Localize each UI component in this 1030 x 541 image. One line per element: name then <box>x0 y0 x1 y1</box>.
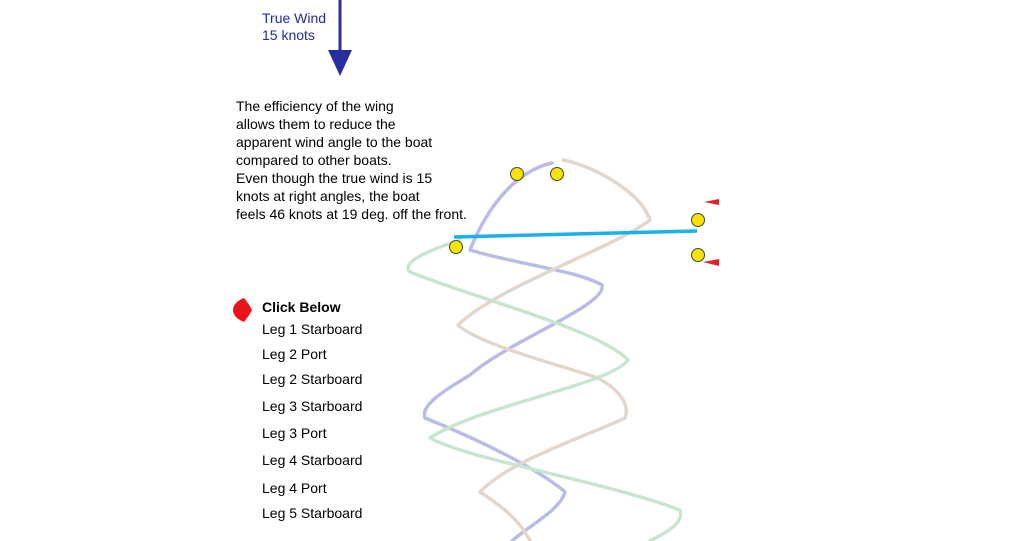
leg-1-starboard-link[interactable]: Leg 1 Starboard <box>262 321 363 337</box>
buoy <box>510 167 524 181</box>
explanation-line: The efficiency of the wing <box>236 98 394 114</box>
true-wind-speed: 15 knots <box>262 27 315 43</box>
explanation-text: The efficiency of the wing allows them t… <box>236 97 526 223</box>
true-wind-label: True Wind 15 knots <box>262 10 326 44</box>
leg-4-port-link[interactable]: Leg 4 Port <box>262 480 327 496</box>
explanation-line: Even though the true wind is 15 <box>236 170 433 186</box>
true-wind-title: True Wind <box>262 10 327 26</box>
buoy <box>449 240 463 254</box>
explanation-line: apparent wind angle to the boat <box>236 134 433 150</box>
course-line <box>453 229 698 239</box>
leg-4-starboard-link[interactable]: Leg 4 Starboard <box>262 452 363 468</box>
buoy <box>691 213 705 227</box>
leg-2-port-link[interactable]: Leg 2 Port <box>262 346 327 362</box>
explanation-line: feels 46 knots at 19 deg. off the front. <box>236 206 467 222</box>
flag-icon <box>704 199 719 205</box>
leg-3-starboard-link[interactable]: Leg 3 Starboard <box>262 398 363 414</box>
menu-heading: Click Below <box>262 299 341 315</box>
boat-track-tan <box>456 158 652 541</box>
buoy <box>691 248 705 262</box>
leg-2-starboard-link[interactable]: Leg 2 Starboard <box>262 371 363 387</box>
boat-track-green <box>406 238 683 541</box>
flag-icon <box>703 259 719 266</box>
menu-marker-icon <box>233 298 252 322</box>
explanation-line: compared to other boats. <box>236 152 392 168</box>
wind-arrow <box>328 0 352 76</box>
wind-arrow-head <box>328 50 352 76</box>
leg-5-starboard-link[interactable]: Leg 5 Starboard <box>262 505 363 521</box>
boat-track-blue <box>422 161 604 541</box>
explanation-line: knots at right angles, the boat <box>236 188 420 204</box>
buoy <box>550 167 564 181</box>
explanation-line: allows them to reduce the <box>236 116 396 132</box>
leg-3-port-link[interactable]: Leg 3 Port <box>262 425 327 441</box>
